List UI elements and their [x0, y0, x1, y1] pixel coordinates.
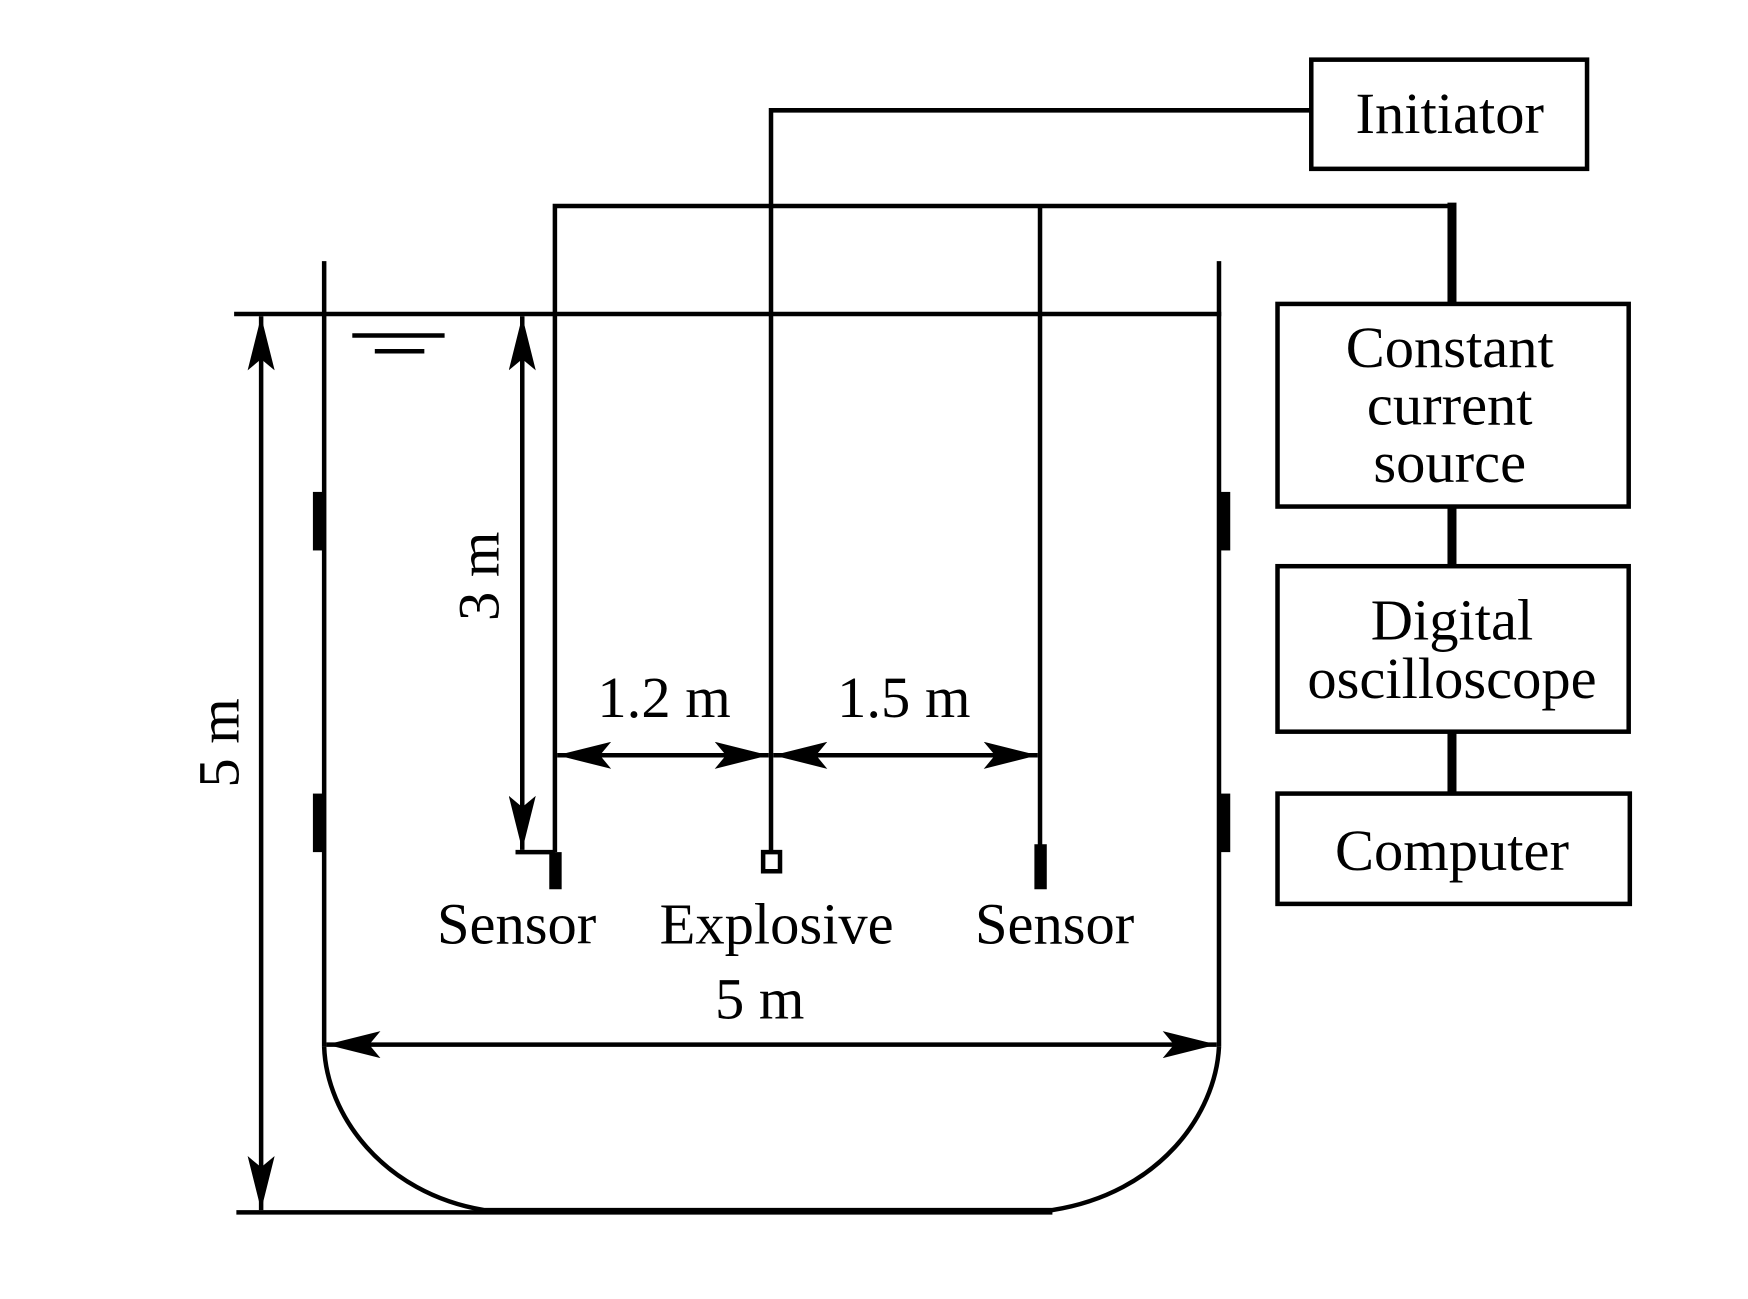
current-source-label-line1: Constant: [1346, 315, 1554, 380]
current-source-label-line2: current: [1367, 372, 1533, 437]
wall-bracket-left-upper: [312, 491, 325, 551]
wall-bracket-left-lower: [312, 793, 325, 853]
sensor-right-label: Sensor: [975, 891, 1134, 956]
oscilloscope-label-line2: oscilloscope: [1307, 646, 1596, 711]
current-source-label-line3: source: [1373, 430, 1526, 495]
wall-bracket-right-upper: [1218, 491, 1231, 551]
total-depth-label: 5 m: [187, 698, 252, 787]
computer-box: Computer: [1275, 791, 1633, 907]
tank-width-label: 5 m: [715, 967, 804, 1032]
explosive-charge-icon: [760, 849, 783, 874]
sensor-left-label: Sensor: [437, 891, 596, 956]
left-sensor-distance-label: 1.2 m: [597, 665, 730, 730]
sensor-cable-bus: [552, 203, 1452, 853]
charge-depth-label: 3 m: [447, 532, 512, 621]
tank-bottom-curve: [321, 1046, 1222, 1213]
right-sensor-icon: [1034, 844, 1047, 890]
wiring: [552, 108, 1457, 853]
initiator-box: Initiator: [1309, 57, 1590, 172]
explosive-label: Explosive: [660, 891, 894, 956]
initiator-label: Initiator: [1355, 81, 1543, 146]
wall-bracket-right-lower: [1218, 793, 1231, 853]
tank: [234, 261, 1231, 1215]
left-sensor-icon: [549, 852, 562, 890]
right-sensor-distance-label: 1.5 m: [837, 665, 970, 730]
digital-oscilloscope-box: Digital oscilloscope: [1275, 563, 1631, 734]
computer-label: Computer: [1335, 818, 1569, 883]
initiator-cable: [768, 108, 1312, 853]
oscilloscope-label-line1: Digital: [1371, 587, 1534, 652]
constant-current-source-box: Constant current source: [1275, 301, 1631, 509]
